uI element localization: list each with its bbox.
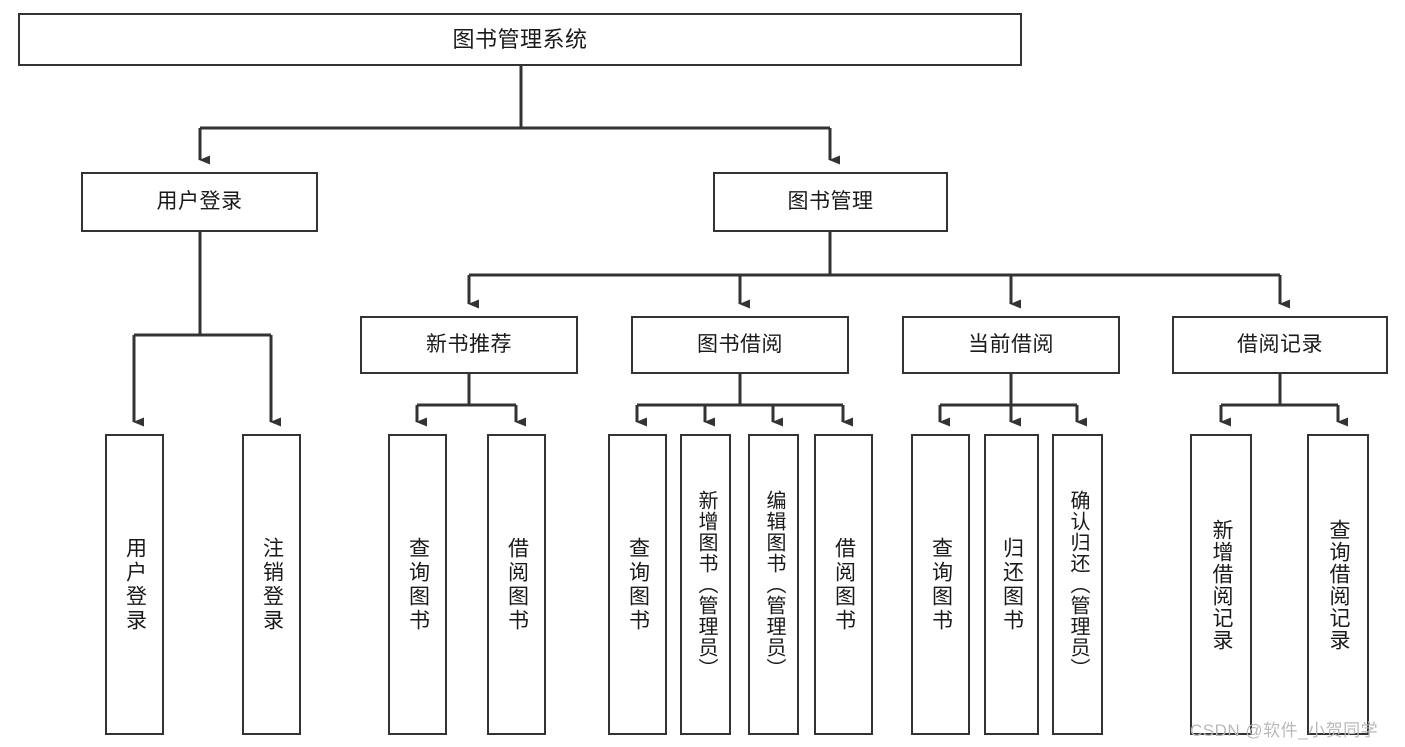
- node-leaf-return-book[interactable]: 归还图书: [984, 434, 1039, 735]
- node-leaf-confirm-return[interactable]: 确认归还（管理员）: [1052, 434, 1103, 735]
- node-leaf-edit-book[interactable]: 编辑图书（管理员）: [748, 434, 799, 735]
- node-user-login[interactable]: 用户登录: [81, 172, 318, 232]
- node-leaf-edit-book-label: 编辑图书（管理员）: [763, 490, 785, 679]
- node-user-login-label: 用户登录: [156, 189, 243, 213]
- node-leaf-query-book-3[interactable]: 查询图书: [911, 434, 970, 735]
- node-leaf-return-book-label: 归还图书: [1000, 536, 1024, 633]
- node-root-label: 图书管理系统: [452, 26, 588, 52]
- node-leaf-query-record-label: 查询借阅记录: [1327, 518, 1351, 651]
- node-root[interactable]: 图书管理系统: [18, 13, 1022, 66]
- node-leaf-add-book-label: 新增图书（管理员）: [695, 490, 717, 679]
- node-leaf-query-book-1[interactable]: 查询图书: [388, 434, 447, 735]
- node-leaf-add-record-label: 新增借阅记录: [1210, 518, 1234, 651]
- node-leaf-borrow-book-2-label: 借阅图书: [832, 536, 856, 633]
- node-leaf-borrow-book-1[interactable]: 借阅图书: [487, 434, 546, 735]
- node-leaf-borrow-book-1-label: 借阅图书: [505, 536, 529, 633]
- node-leaf-user-login-label: 用户登录: [123, 536, 147, 633]
- node-leaf-query-record[interactable]: 查询借阅记录: [1307, 434, 1369, 735]
- node-book-manage-label: 图书管理: [787, 189, 874, 213]
- node-new-book-rec[interactable]: 新书推荐: [360, 316, 578, 374]
- node-leaf-query-book-2[interactable]: 查询图书: [608, 434, 667, 735]
- watermark: CSDN @软件_小贺同学: [1190, 721, 1379, 740]
- node-leaf-confirm-return-label: 确认归还（管理员）: [1067, 490, 1089, 679]
- node-leaf-user-login[interactable]: 用户登录: [105, 434, 164, 735]
- node-book-borrow-label: 图书借阅: [697, 332, 783, 356]
- node-new-book-rec-label: 新书推荐: [426, 332, 512, 356]
- node-leaf-logout-label: 注销登录: [260, 536, 284, 633]
- node-leaf-add-book[interactable]: 新增图书（管理员）: [680, 434, 731, 735]
- node-current-borrow[interactable]: 当前借阅: [902, 316, 1120, 374]
- node-borrow-record[interactable]: 借阅记录: [1172, 316, 1388, 374]
- node-leaf-borrow-book-2[interactable]: 借阅图书: [814, 434, 873, 735]
- node-leaf-logout[interactable]: 注销登录: [242, 434, 301, 735]
- node-leaf-query-book-1-label: 查询图书: [406, 536, 430, 633]
- node-leaf-query-book-2-label: 查询图书: [626, 536, 650, 633]
- node-borrow-record-label: 借阅记录: [1237, 332, 1323, 356]
- node-leaf-add-record[interactable]: 新增借阅记录: [1190, 434, 1252, 735]
- node-book-manage[interactable]: 图书管理: [713, 172, 948, 232]
- node-leaf-query-book-3-label: 查询图书: [929, 536, 953, 633]
- node-current-borrow-label: 当前借阅: [968, 332, 1054, 356]
- node-book-borrow[interactable]: 图书借阅: [631, 316, 849, 374]
